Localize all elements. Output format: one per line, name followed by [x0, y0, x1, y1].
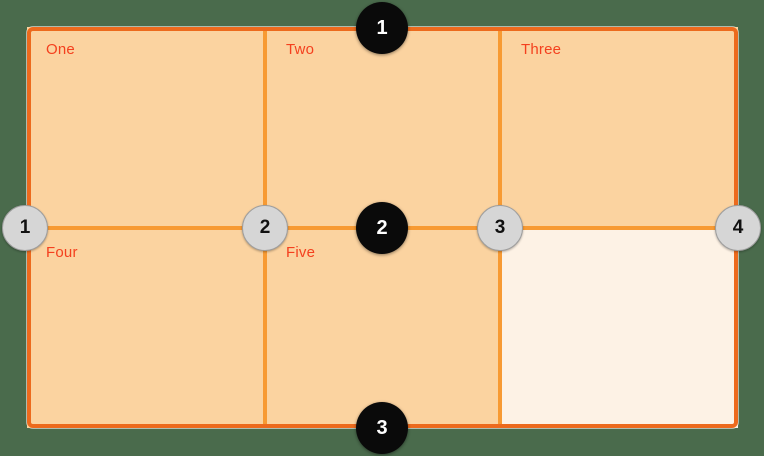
marker-grey-3-label: 3 — [494, 217, 506, 238]
marker-grey-4[interactable]: 4 — [715, 205, 761, 251]
grid-cell-three[interactable]: Three — [502, 27, 738, 226]
cell-label-five: Five — [286, 244, 316, 261]
marker-black-1-label: 1 — [376, 16, 388, 39]
marker-black-1[interactable]: 1 — [356, 2, 408, 54]
marker-grey-2[interactable]: 2 — [242, 205, 288, 251]
grid-cell-one[interactable]: One — [27, 27, 267, 226]
cell-label-one: One — [46, 41, 75, 58]
grid-cell-five[interactable]: Five — [267, 230, 502, 428]
marker-grey-3[interactable]: 3 — [477, 205, 523, 251]
marker-grey-1[interactable]: 1 — [2, 205, 48, 251]
layout-grid: One Two Three Four Five — [27, 27, 738, 428]
grid-cell-two[interactable]: Two — [267, 27, 502, 226]
marker-black-2[interactable]: 2 — [356, 202, 408, 254]
marker-grey-1-label: 1 — [19, 217, 31, 238]
grid-cell-four[interactable]: Four — [27, 230, 267, 428]
cell-label-three: Three — [521, 41, 562, 58]
grid-cell-empty[interactable] — [502, 230, 738, 428]
marker-grey-4-label: 4 — [732, 217, 744, 238]
marker-black-2-label: 2 — [376, 216, 388, 239]
marker-grey-2-label: 2 — [259, 217, 271, 238]
cell-label-four: Four — [46, 244, 78, 261]
marker-black-3[interactable]: 3 — [356, 402, 408, 454]
marker-black-3-label: 3 — [376, 416, 388, 439]
cell-label-two: Two — [286, 41, 315, 58]
